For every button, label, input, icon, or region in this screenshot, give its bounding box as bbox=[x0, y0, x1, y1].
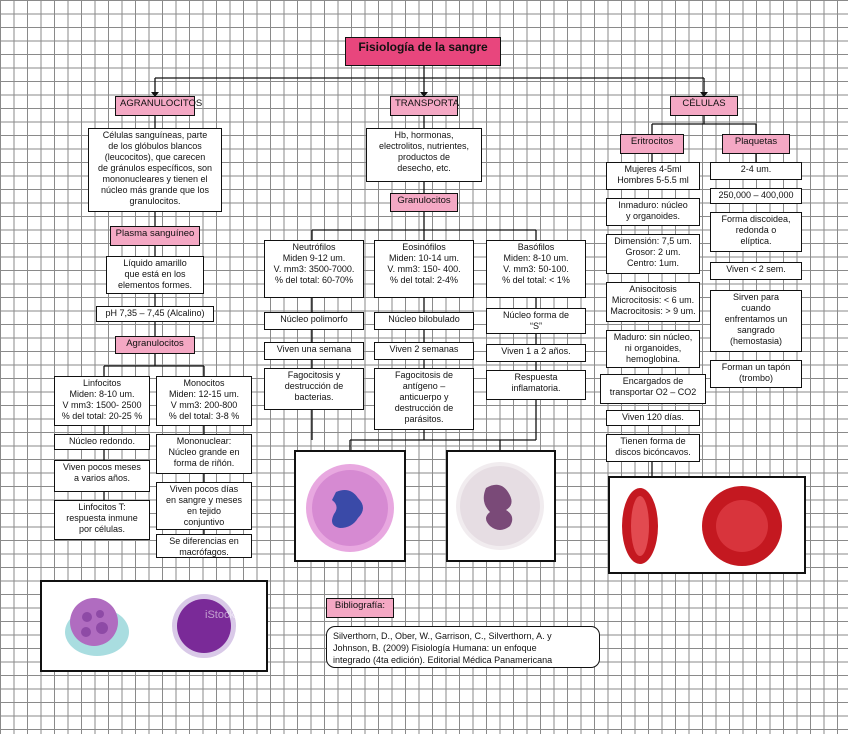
linfocitos-item: Linfocitos T: respuesta inmune por célul… bbox=[54, 500, 150, 540]
monocitos-item: Viven pocos días en sangre y meses en te… bbox=[156, 482, 252, 530]
eritrocitos-item: Mujeres 4-5ml Hombres 5-5.5 ml bbox=[606, 162, 700, 190]
agranulocitos-image-frame: iStock bbox=[40, 580, 268, 672]
plaquetas-label: Plaquetas bbox=[722, 134, 790, 154]
neutrofilos-item: Viven una semana bbox=[264, 342, 364, 360]
linfocitos-item: Núcleo redondo. bbox=[54, 434, 150, 450]
basofilos-item: Viven 1 a 2 años. bbox=[486, 344, 586, 362]
eosinofilos-item: Núcleo bilobulado bbox=[374, 312, 474, 330]
monocitos-item: Mononuclear: Núcleo grande en forma de r… bbox=[156, 434, 252, 474]
plasma-label: Plasma sanguíneo bbox=[110, 226, 200, 246]
linfocitos-item: Viven pocos meses a varios años. bbox=[54, 460, 150, 492]
eritrocitos-item: Encargados de transportar O2 – CO2 bbox=[600, 374, 706, 404]
plaquetas-item: 250,000 – 400,000 bbox=[710, 188, 802, 204]
basofilos-main: Basófilos Miden: 8-10 um. V. mm3: 50-100… bbox=[486, 240, 586, 298]
header-celulas: CÉLULAS bbox=[670, 96, 738, 116]
plaquetas-item: 2-4 um. bbox=[710, 162, 802, 180]
neutrofilos-item: Fagocitosis y destrucción de bacterias. bbox=[264, 368, 364, 410]
eritrocitos-item: Dimensión: 7,5 um. Grosor: 2 um. Centro:… bbox=[606, 234, 700, 274]
ph-value: pH 7,35 – 7,45 (Alcalino) bbox=[96, 306, 214, 322]
neutrofilo-cell-image bbox=[306, 464, 394, 552]
eritrocitos-item: Viven 120 días. bbox=[606, 410, 700, 426]
plaquetas-item: Viven < 2 sem. bbox=[710, 262, 802, 280]
eritrocitos-item: Anisocitosis Microcitosis: < 6 um. Macro… bbox=[606, 282, 700, 322]
agranulocito-cells-image: iStock bbox=[65, 594, 236, 658]
eosinofilo-image-frame bbox=[446, 450, 556, 562]
eritrocito-image-frame bbox=[608, 476, 806, 574]
watermark: iStock bbox=[205, 609, 235, 621]
plaquetas-item: Sirven para cuando enfrentamos un sangra… bbox=[710, 290, 802, 352]
eosinofilo-cell-image bbox=[456, 462, 544, 550]
eosinofilos-main: Eosinófilos Miden: 10-14 um. V. mm3: 150… bbox=[374, 240, 474, 298]
neutrofilos-item: Núcleo polimorfo bbox=[264, 312, 364, 330]
basofilos-item: Núcleo forma de “S” bbox=[486, 308, 586, 334]
eritrocitos-item: Maduro: sin núcleo, ni organoides, hemog… bbox=[606, 330, 700, 368]
plaquetas-item: Forman un tapón (trombo) bbox=[710, 360, 802, 388]
eosinofilos-item: Fagocitosis de antígeno – anticuerpo y d… bbox=[374, 368, 474, 430]
agranulocitos-description: Células sanguíneas, parte de los glóbulo… bbox=[88, 128, 222, 212]
bibliografia-label: Bibliografía: bbox=[326, 598, 394, 618]
agranulocitos-label: Agranulocitos bbox=[115, 336, 195, 354]
neutrofilo-image-frame bbox=[294, 450, 406, 562]
granulocitos-label: Granulocitos bbox=[390, 193, 458, 212]
transporta-description: Hb, hormonas, electrolitos, nutrientes, … bbox=[366, 128, 482, 182]
bibliografia-text: Silverthorn, D., Ober, W., Garrison, C.,… bbox=[326, 626, 600, 668]
plasma-description: Líquido amarillo que está en los element… bbox=[106, 256, 204, 294]
eritrocitos-item: Inmaduro: núcleo y organoides. bbox=[606, 198, 700, 226]
monocitos-main: Monocitos Miden: 12-15 um. V mm3: 200-80… bbox=[156, 376, 252, 426]
monocitos-item: Se diferencias en macrófagos. bbox=[156, 534, 252, 558]
eritrocitos-item: Tienen forma de discos bicóncavos. bbox=[606, 434, 700, 462]
eosinofilos-item: Viven 2 semanas bbox=[374, 342, 474, 360]
page-title: Fisiología de la sangre bbox=[345, 37, 501, 66]
header-transporta: TRANSPORTA bbox=[390, 96, 459, 116]
header-agranulocitos: AGRANULOCITOS bbox=[115, 96, 202, 116]
neutrofilos-main: Neutrófilos Miden 9-12 um. V. mm3: 3500-… bbox=[264, 240, 364, 298]
basofilos-item: Respuesta inflamatoria. bbox=[486, 370, 586, 400]
linfocitos-main: Linfocitos Miden: 8-10 um. V mm3: 1500- … bbox=[54, 376, 150, 426]
eritrocitos-label: Eritrocitos bbox=[620, 134, 684, 154]
plaquetas-item: Forma discoidea, redonda o elíptica. bbox=[710, 212, 802, 252]
eritrocito-cells-image bbox=[622, 486, 782, 566]
